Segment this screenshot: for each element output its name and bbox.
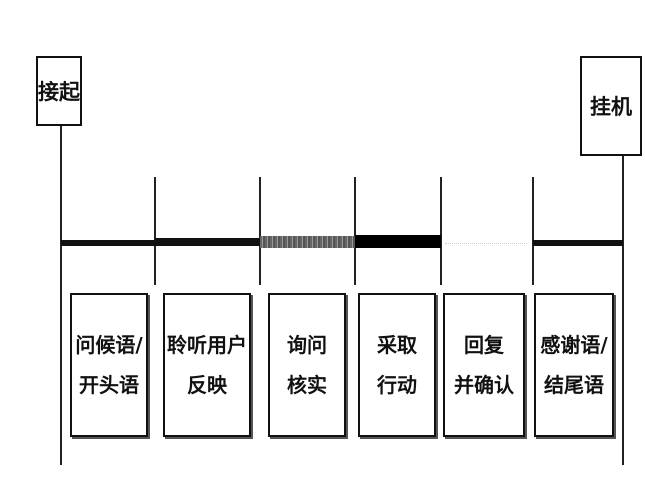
step-box: 聆听用户 反映 bbox=[163, 293, 251, 437]
start-timeline bbox=[60, 120, 62, 465]
end-box: 挂机 bbox=[580, 56, 642, 156]
step-box: 采取 行动 bbox=[358, 293, 436, 437]
bar-segment bbox=[445, 243, 527, 245]
bar-segment bbox=[533, 240, 623, 246]
step-box: 回复 并确认 bbox=[443, 293, 525, 437]
end-timeline bbox=[622, 150, 624, 465]
divider bbox=[532, 177, 534, 285]
divider bbox=[259, 177, 261, 285]
bar-segment bbox=[355, 235, 441, 248]
step-box: 感谢语/ 结尾语 bbox=[534, 293, 614, 437]
divider bbox=[440, 177, 442, 285]
bar-segment bbox=[61, 240, 155, 246]
start-box: 接起 bbox=[36, 56, 82, 126]
step-box: 询问 核实 bbox=[268, 293, 346, 437]
step-box: 问候语/ 开头语 bbox=[70, 293, 148, 437]
bar-segment bbox=[260, 236, 355, 248]
divider bbox=[354, 177, 356, 285]
bar-segment bbox=[155, 238, 260, 246]
divider bbox=[154, 177, 156, 285]
